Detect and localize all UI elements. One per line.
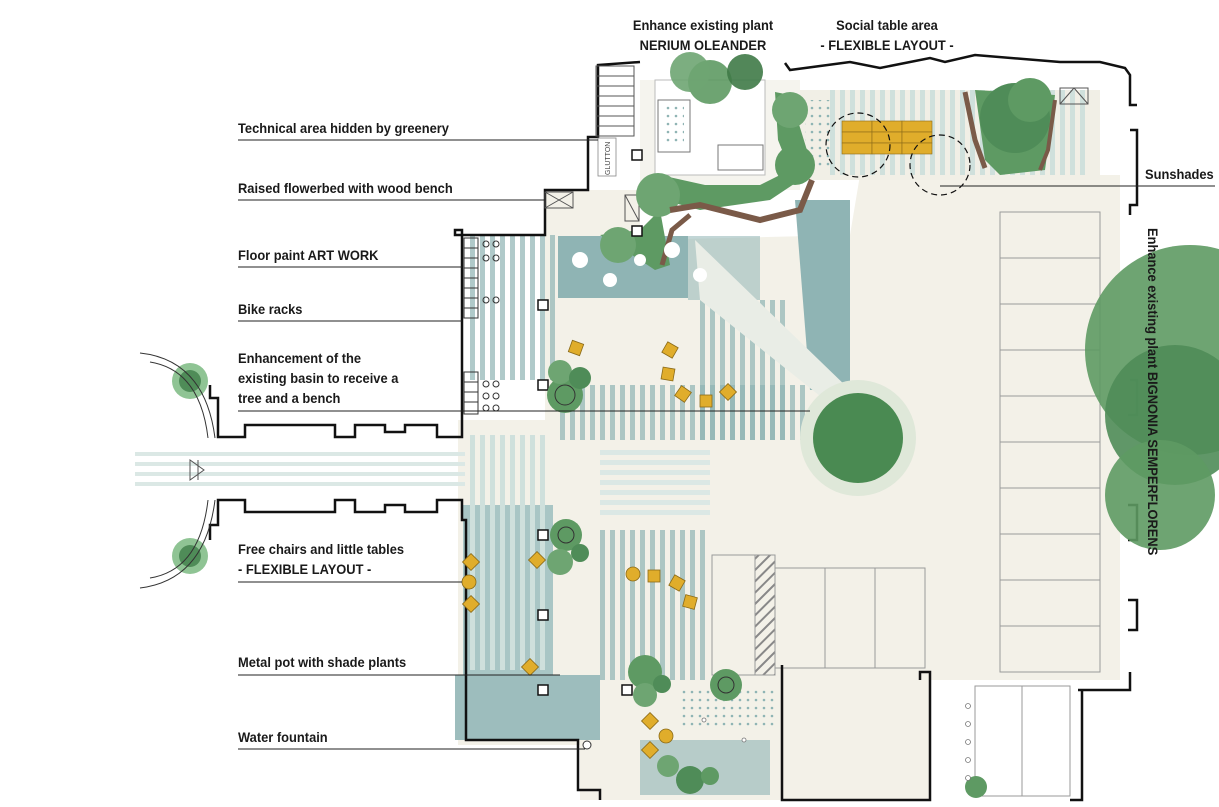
basin-label-line-2: existing basin to receive a: [238, 370, 399, 386]
sunshades-label: Sunshades: [1145, 166, 1214, 182]
nerium-label-line-1: Enhance existing plant: [632, 17, 774, 33]
raised-flowerbed-label: Raised flowerbed with wood bench: [238, 180, 453, 196]
social-table-label: Social table area - FLEXIBLE LAYOUT -: [795, 15, 979, 55]
nerium-oleander-label: Enhance existing plant NERIUM OLEANDER: [611, 15, 795, 55]
bike-racks: [463, 237, 500, 415]
social-table-line-1: Social table area: [836, 17, 938, 33]
bike-racks-label: Bike racks: [238, 301, 303, 317]
parking-bays: [711, 211, 1101, 797]
bollards: [701, 703, 971, 781]
glutton-label: GLUTTON: [605, 142, 612, 175]
free-chairs-line-2: - FLEXIBLE LAYOUT -: [238, 561, 372, 577]
metal-pots: [547, 360, 987, 798]
technical-area-label: Technical area hidden by greenery: [238, 120, 449, 136]
stairs: [544, 65, 1089, 222]
social-tables: [841, 120, 933, 155]
nerium-label-line-2: NERIUM OLEANDER: [639, 37, 767, 53]
water-fountain-label: Water fountain: [238, 729, 328, 745]
columns: [537, 149, 643, 696]
floor-paint-label: Floor paint ART WORK: [238, 247, 379, 263]
existing-trees: [172, 52, 1219, 574]
painted-dots: [572, 242, 707, 287]
water-fountain: [582, 740, 592, 750]
basin-label-line-3: tree and a bench: [238, 390, 341, 406]
free-chairs-label: Free chairs and little tables - FLEXIBLE…: [238, 539, 404, 579]
bignonia-label: Enhance existing plant BIGNONIA SEMPERFL…: [1145, 228, 1161, 556]
free-chairs: [461, 339, 738, 760]
entrance-doors: [139, 352, 216, 589]
entrance-walkway: [135, 452, 465, 486]
basin-tree: [813, 393, 903, 483]
social-table-line-2: - FLEXIBLE LAYOUT -: [820, 37, 954, 53]
free-chairs-line-1: Free chairs and little tables: [238, 541, 405, 557]
leader-lines: [238, 139, 1215, 750]
basin-enhancement-label: Enhancement of the existing basin to rec…: [238, 348, 398, 408]
technical-area: GLUTTON: [597, 79, 766, 177]
sunshades: [825, 112, 971, 196]
metal-pot-label: Metal pot with shade plants: [238, 654, 407, 670]
basin-label-line-1: Enhancement of the: [238, 350, 362, 366]
